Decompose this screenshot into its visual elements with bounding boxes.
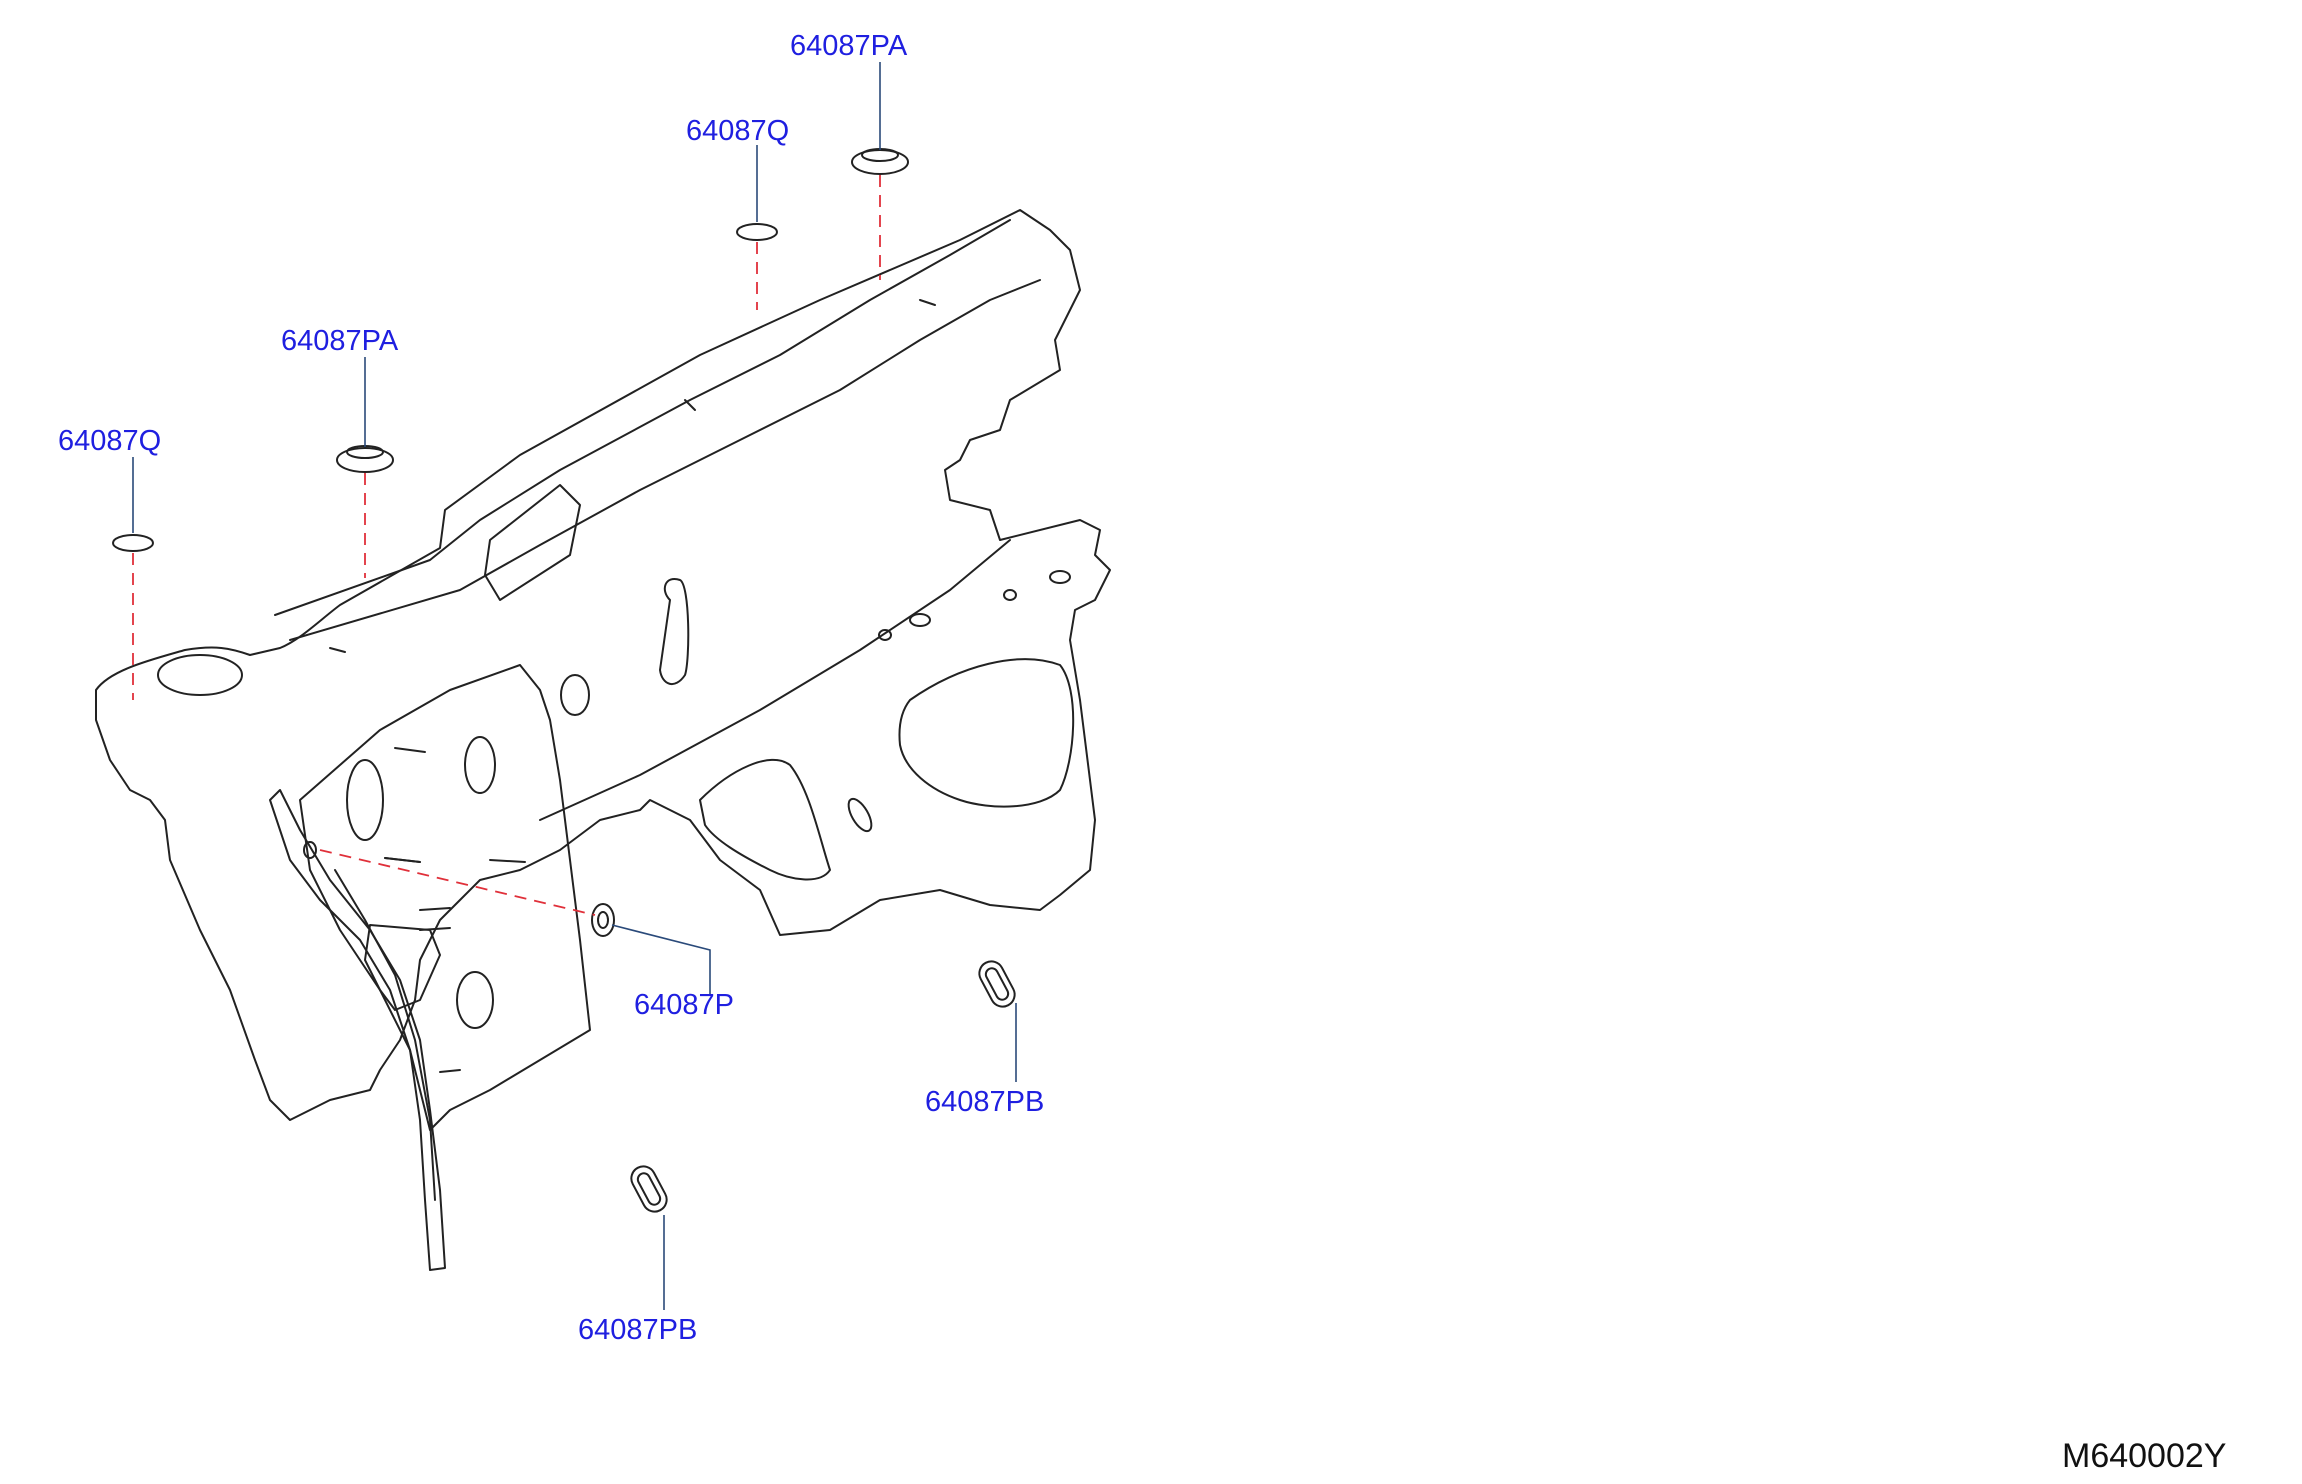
- hole-10: [303, 841, 317, 859]
- hole-1: [157, 654, 243, 696]
- callout-64087q-top: 64087Q: [686, 115, 789, 147]
- right-opening: [898, 658, 1075, 808]
- hole-4: [560, 674, 590, 716]
- recess-left: [484, 484, 581, 601]
- callout-64087pa-top: 64087PA: [790, 30, 908, 62]
- reference-code: M640002Y: [2062, 1437, 2226, 1475]
- grommet-pa-left: [336, 445, 394, 473]
- recess-center: [659, 578, 690, 685]
- bracket-cluster: [364, 924, 441, 1011]
- callout-64087pa-left: 64087PA: [281, 325, 399, 357]
- hole-6: [909, 613, 931, 627]
- plenum-rail-lower: [289, 279, 1041, 641]
- callout-64087pb-bottom: 64087PB: [578, 1314, 697, 1346]
- callout-64087p: 64087P: [634, 989, 734, 1021]
- grommet-pb-right: [978, 960, 1016, 1008]
- plug-p: [591, 903, 615, 937]
- hole-11: [847, 797, 873, 833]
- center-opening: [699, 759, 831, 881]
- dash-panel-assembly: [95, 209, 1111, 1271]
- a-pillar-inner: [334, 869, 436, 1201]
- hole-8: [1003, 589, 1017, 601]
- hole-7: [1049, 570, 1071, 584]
- grommet-q-top: [736, 223, 778, 241]
- hole-3: [464, 736, 496, 794]
- grommet-pa-top: [851, 148, 909, 175]
- cowl-top-outline: [95, 209, 1111, 1121]
- leader-lines: [132, 62, 1017, 1310]
- studs: [329, 299, 936, 1073]
- center-crease: [539, 539, 1011, 821]
- grommet-pb-bottom: [630, 1165, 668, 1213]
- a-pillar-left: [269, 789, 446, 1271]
- hole-2: [346, 759, 384, 841]
- center-lines: [132, 175, 881, 916]
- hole-5: [456, 971, 494, 1029]
- grommet-q-left: [112, 534, 154, 552]
- hole-9: [878, 629, 892, 641]
- plenum-rail: [274, 219, 1011, 616]
- callout-64087pb-right: 64087PB: [925, 1086, 1044, 1118]
- callout-64087q-left: 64087Q: [58, 425, 161, 457]
